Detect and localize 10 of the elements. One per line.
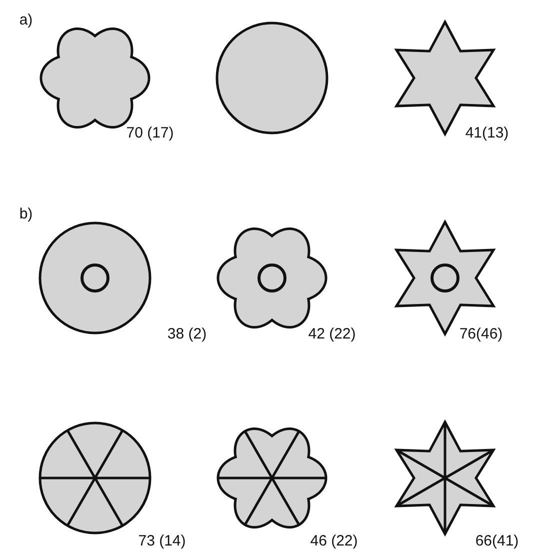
value-label: 73 (14): [138, 532, 186, 550]
value-label: 46 (22): [310, 532, 358, 550]
value-label: 42 (22): [308, 326, 356, 342]
value-label: 66(41): [475, 532, 519, 550]
value-label: 70 (17): [126, 124, 174, 142]
panel-label: a): [19, 12, 33, 28]
value-label: 38 (2): [167, 326, 207, 342]
value-label: 76(46): [459, 326, 503, 342]
value-label: 41(13): [465, 124, 509, 142]
panel-label: b): [19, 206, 33, 222]
